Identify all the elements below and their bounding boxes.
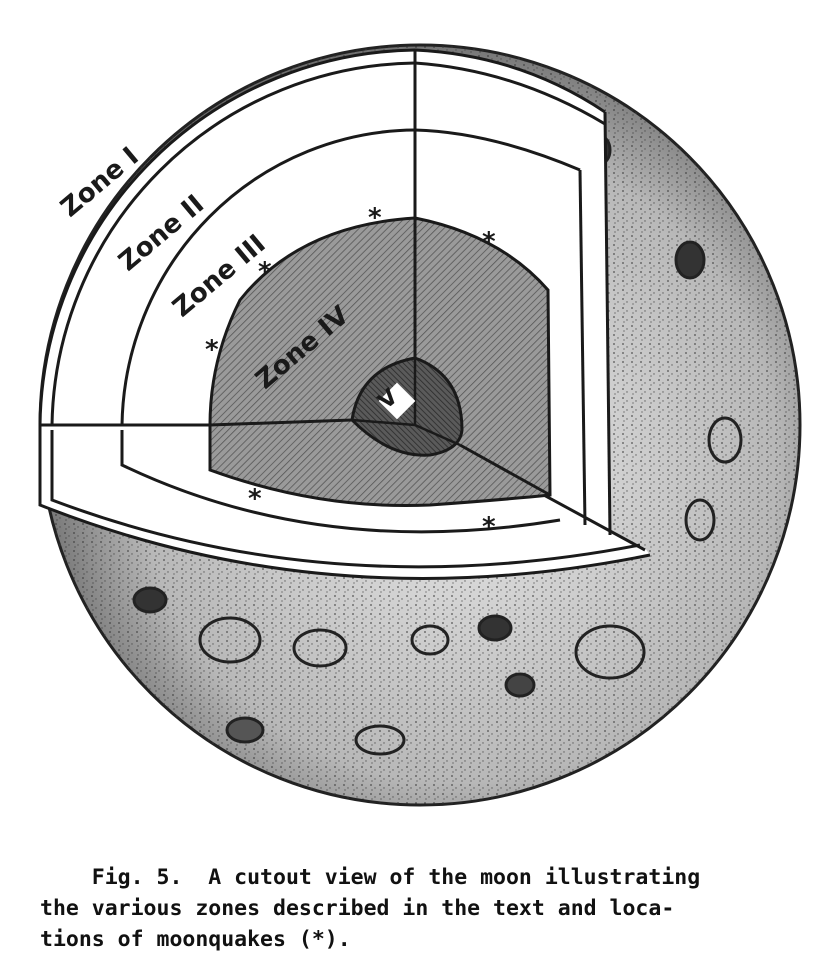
caption-line: Fig. 5. A cutout view of the moon illust… <box>40 865 701 890</box>
moonquake-markers: * * * * * * <box>205 203 496 542</box>
caption-line: tions of moonquakes (*). <box>40 927 351 952</box>
caption-line: the various zones described in the text … <box>40 896 675 921</box>
moonquake-marker: * <box>482 512 496 542</box>
craters <box>132 134 743 756</box>
figure-caption: Fig. 5. A cutout view of the moon illust… <box>40 862 835 955</box>
moonquake-marker: * <box>482 227 496 257</box>
zone-4-region <box>208 216 552 508</box>
zone-5-core <box>209 218 551 497</box>
moonquake-marker: * <box>248 484 262 514</box>
moonquake-marker: * <box>205 335 219 365</box>
moon-cutout-diagram: Zone I Zone II Zone III Zone IV V * * * … <box>38 43 802 807</box>
moonquake-marker: * <box>368 203 382 233</box>
moonquake-marker: * <box>258 257 272 287</box>
